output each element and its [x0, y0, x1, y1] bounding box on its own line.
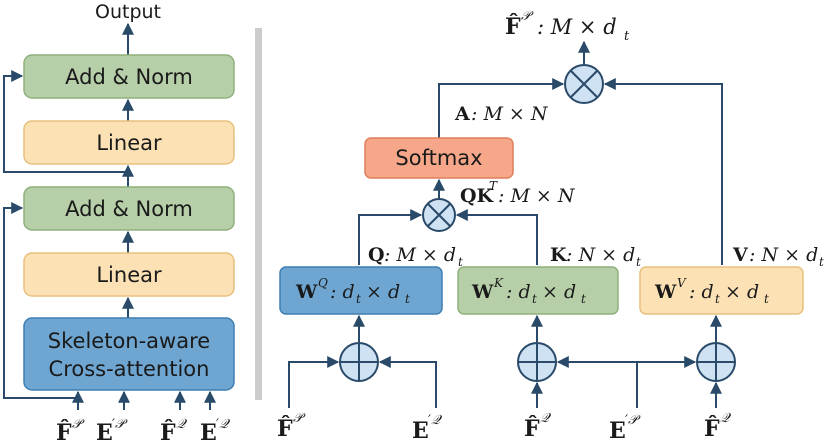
svg-text:Softmax: Softmax	[395, 146, 482, 170]
svg-text:Add & Norm: Add & Norm	[65, 65, 193, 89]
svg-text:t: t	[532, 292, 537, 306]
right-input-eq: E ′𝒬	[412, 413, 443, 444]
svg-text:A: A	[454, 103, 470, 125]
left-input-ep: E ′𝒫	[96, 417, 128, 445]
svg-text:: M × N: : M × N	[498, 185, 576, 207]
svg-text:t: t	[624, 29, 630, 44]
right-panel: F̂ 𝒫 : M × d t A : M × N Softmax	[277, 9, 824, 444]
svg-text:t: t	[405, 292, 410, 306]
linear-bottom-block: Linear	[23, 252, 235, 297]
plus-node-v	[696, 342, 736, 382]
svg-text:W: W	[471, 281, 494, 303]
svg-text:K: K	[493, 276, 504, 290]
svg-text:′𝒫: ′𝒫	[625, 413, 641, 428]
svg-text:W: W	[295, 281, 318, 303]
svg-text:: M × d: : M × d	[384, 244, 456, 266]
svg-text:× d: × d	[542, 281, 576, 303]
qk-label: QK T : M × N	[460, 179, 576, 207]
right-input-fq-v: F̂ 𝒬	[704, 411, 732, 442]
output-label: Output	[95, 1, 161, 23]
svg-text:W: W	[654, 281, 677, 303]
svg-text:F̂: F̂	[56, 420, 72, 445]
right-input-ep: E ′𝒫	[609, 413, 641, 444]
svg-text:Cross-attention: Cross-attention	[49, 357, 210, 381]
k-label: K : N × d t	[550, 244, 641, 269]
svg-text:𝒫: 𝒫	[72, 417, 85, 432]
svg-text:t: t	[636, 255, 641, 269]
svg-text:𝒫: 𝒫	[521, 9, 534, 24]
svg-text:Q: Q	[318, 276, 328, 290]
panel-divider	[255, 28, 262, 400]
svg-text:Skeleton-aware: Skeleton-aware	[48, 329, 210, 353]
svg-text:E: E	[609, 418, 626, 444]
qk-multiply-node	[422, 198, 456, 232]
left-panel: Output Add & Norm Linear Add & Norm Line…	[3, 1, 235, 445]
svg-text:E: E	[96, 420, 113, 445]
left-input-fp: F̂ 𝒫	[56, 417, 85, 445]
add-norm-top-block: Add & Norm	[23, 54, 235, 99]
svg-text:𝒬: 𝒬	[540, 411, 552, 426]
svg-text:t: t	[819, 255, 824, 269]
svg-text:𝒫: 𝒫	[293, 411, 306, 426]
softmax-block: Softmax	[364, 137, 514, 179]
right-input-fq-k: F̂ 𝒬	[524, 411, 552, 442]
svg-text:: M × N: : M × N	[471, 103, 549, 125]
wq-block: W Q : d t × d t	[279, 266, 443, 315]
svg-text:t: t	[356, 292, 361, 306]
svg-text:: d: : d	[330, 281, 355, 303]
svg-text:E: E	[200, 420, 217, 445]
svg-text:: N × d: : N × d	[566, 244, 635, 266]
svg-text:T: T	[489, 179, 498, 193]
svg-text:: d: : d	[506, 281, 531, 303]
svg-text:V: V	[677, 276, 687, 290]
svg-text:t: t	[764, 292, 769, 306]
svg-text:t: t	[715, 292, 720, 306]
svg-text:V: V	[732, 244, 749, 266]
svg-text:Q: Q	[368, 244, 385, 266]
left-input-fq: F̂ 𝒬	[160, 417, 188, 445]
svg-text:Linear: Linear	[96, 131, 162, 155]
cross-attention-block: Skeleton-aware Cross-attention	[23, 317, 235, 391]
v-label: V : N × d t	[732, 244, 824, 269]
svg-text:QK: QK	[460, 185, 495, 207]
linear-top-block: Linear	[23, 120, 235, 165]
top-multiply-node	[564, 64, 604, 104]
svg-text:t: t	[458, 255, 463, 269]
svg-text:𝒬: 𝒬	[176, 417, 188, 432]
svg-text:K: K	[550, 244, 568, 266]
wv-block: W V : d t × d t	[639, 266, 804, 315]
svg-text:Linear: Linear	[96, 263, 162, 287]
q-label: Q : M × d t	[368, 244, 463, 269]
svg-text:′𝒬: ′𝒬	[216, 417, 231, 432]
svg-text:F̂: F̂	[277, 416, 293, 442]
a-label: A : M × N	[454, 103, 549, 125]
svg-text:′𝒬: ′𝒬	[428, 413, 443, 428]
right-input-fp: F̂ 𝒫	[277, 411, 306, 442]
plus-node-k	[517, 342, 557, 382]
svg-text:F̂: F̂	[505, 14, 521, 40]
plus-node-q	[339, 342, 379, 382]
svg-text:𝒬: 𝒬	[720, 411, 732, 426]
svg-text:F̂: F̂	[524, 416, 540, 442]
svg-text:: N × d: : N × d	[749, 244, 818, 266]
svg-text:: d: : d	[689, 281, 714, 303]
left-input-eq: E ′𝒬	[200, 417, 231, 445]
svg-text:× d: × d	[725, 281, 759, 303]
right-output-label: F̂ 𝒫 : M × d t	[505, 9, 630, 44]
svg-text:: M × d: : M × d	[537, 15, 617, 39]
wk-block: W K : d t × d t	[457, 266, 619, 315]
svg-text:Add & Norm: Add & Norm	[65, 197, 193, 221]
svg-text:F̂: F̂	[704, 416, 720, 442]
svg-text:t: t	[581, 292, 586, 306]
add-norm-bottom-block: Add & Norm	[23, 186, 235, 231]
svg-text:F̂: F̂	[160, 420, 176, 445]
svg-text:′𝒫: ′𝒫	[112, 417, 128, 432]
svg-text:E: E	[412, 418, 429, 444]
svg-text:× d: × d	[366, 281, 400, 303]
